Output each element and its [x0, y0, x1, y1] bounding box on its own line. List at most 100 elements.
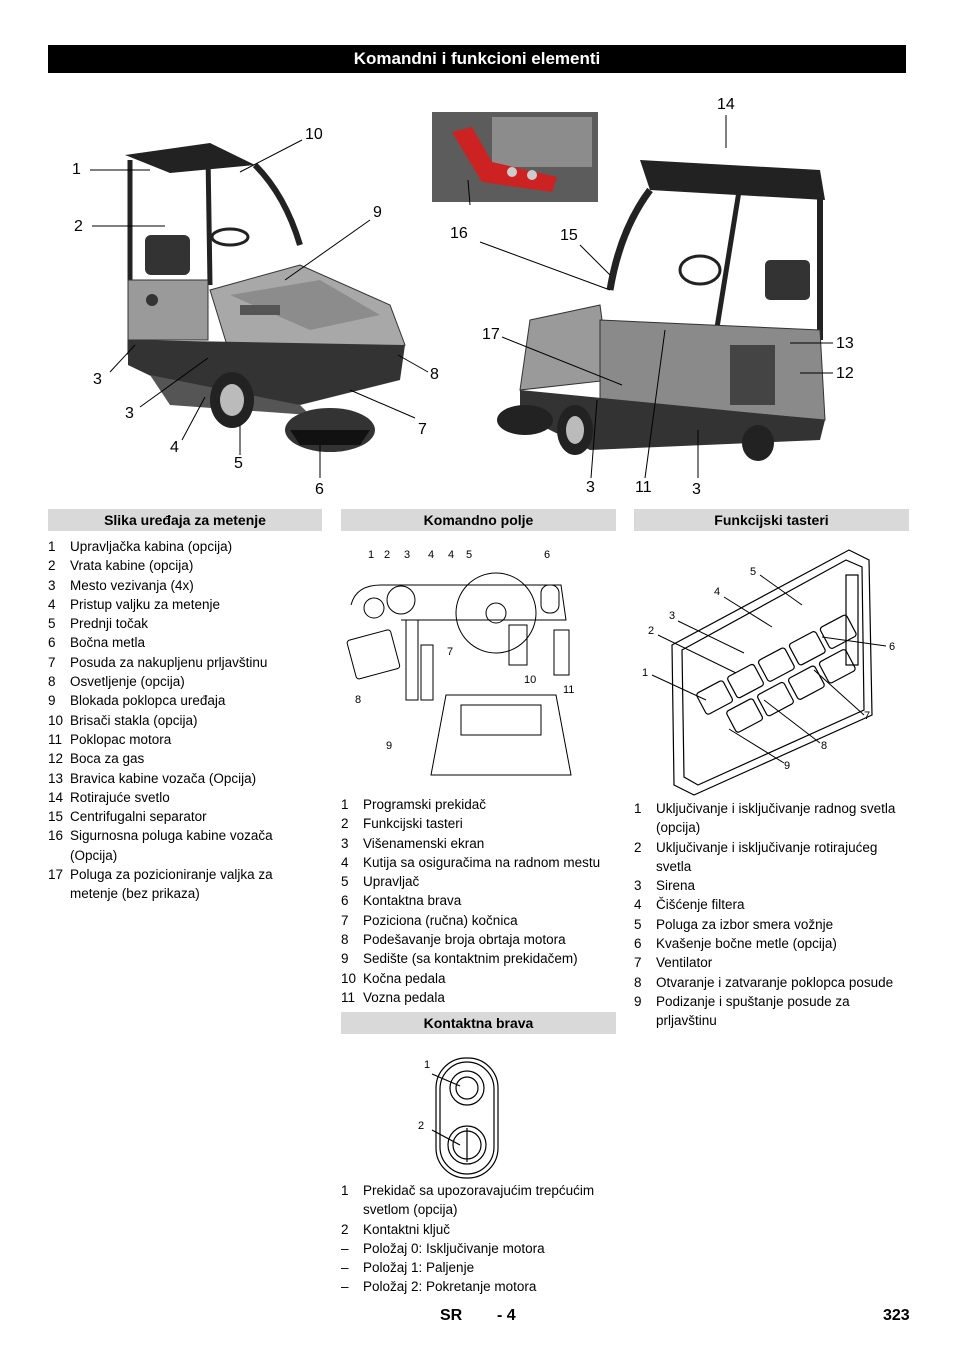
panel-label-4b: 4	[448, 549, 454, 561]
callout-4: 4	[170, 439, 179, 456]
callout-8: 8	[430, 366, 439, 383]
callout-2: 2	[74, 218, 83, 235]
footer-language: SR	[440, 1307, 463, 1324]
left-photo-leader-lines	[90, 139, 429, 478]
list-item: –Položaj 0: Isključivanje motora	[341, 1240, 545, 1256]
callout-6: 6	[315, 481, 324, 498]
panel-label-5: 5	[466, 549, 472, 561]
right-photo-leader-lines	[467, 115, 833, 479]
function-keys-diagram: 1 2 3 4 5 6 7 8 9	[642, 549, 895, 796]
callout-3b: 3	[125, 405, 134, 422]
fkey-label-6: 6	[889, 641, 895, 653]
panel-label-9: 9	[386, 740, 392, 752]
section-keylock-title: Kontaktna brava	[341, 1012, 616, 1034]
safety-lever-inset-photo	[432, 112, 598, 202]
fkey-label-2: 2	[648, 625, 654, 637]
callout-9: 9	[373, 204, 382, 221]
panel-label-3: 3	[404, 549, 410, 561]
callout-11: 11	[635, 479, 652, 496]
panel-label-1: 1	[368, 549, 374, 561]
section-panel-title: Komandno polje	[341, 509, 616, 531]
callout-15: 15	[560, 227, 578, 244]
footer-page-number: 323	[883, 1307, 910, 1324]
callout-10: 10	[305, 126, 323, 143]
fkey-label-8: 8	[821, 740, 827, 752]
fkey-label-4: 4	[714, 586, 720, 598]
panel-label-8: 8	[355, 694, 361, 706]
keylock-label-2: 2	[418, 1120, 424, 1132]
fkey-label-3: 3	[669, 610, 675, 622]
callout-16: 16	[450, 225, 468, 242]
fkey-label-9: 9	[784, 760, 790, 772]
callout-14: 14	[717, 96, 735, 113]
keylock-diagram: 1 2	[418, 1057, 499, 1179]
callout-7: 7	[418, 421, 427, 438]
panel-label-4a: 4	[428, 549, 434, 561]
list-item: –Položaj 2: Pokretanje motora	[341, 1279, 537, 1295]
callout-5: 5	[234, 455, 243, 472]
callout-1: 1	[72, 161, 81, 178]
panel-label-11: 11	[563, 684, 574, 696]
keylock-label-1: 1	[424, 1059, 430, 1071]
panel-label-7: 7	[447, 646, 453, 658]
panel-label-6: 6	[544, 549, 550, 561]
callout-13: 13	[836, 335, 854, 352]
callout-17: 17	[482, 326, 500, 343]
panel-label-10: 10	[524, 674, 536, 686]
callout-3a: 3	[93, 371, 102, 388]
callout-3d: 3	[692, 481, 701, 498]
control-panel-diagram: 1 2 3 4 4 5 6 7 8 9 10 11	[346, 549, 574, 776]
callout-12: 12	[836, 365, 854, 382]
section-device-title: Slika uređaja za metenje	[48, 509, 322, 531]
panel-label-2: 2	[384, 549, 390, 561]
callout-3c: 3	[586, 479, 595, 496]
page-title: Komandni i funkcioni elementi	[48, 45, 906, 73]
section-function-keys-title: Funkcijski tasteri	[634, 509, 909, 531]
fkey-label-5: 5	[750, 566, 756, 578]
list-item: –Položaj 1: Paljenje	[341, 1260, 475, 1276]
sweeper-front-left-photo	[125, 143, 406, 452]
fkey-label-7: 7	[864, 710, 870, 722]
